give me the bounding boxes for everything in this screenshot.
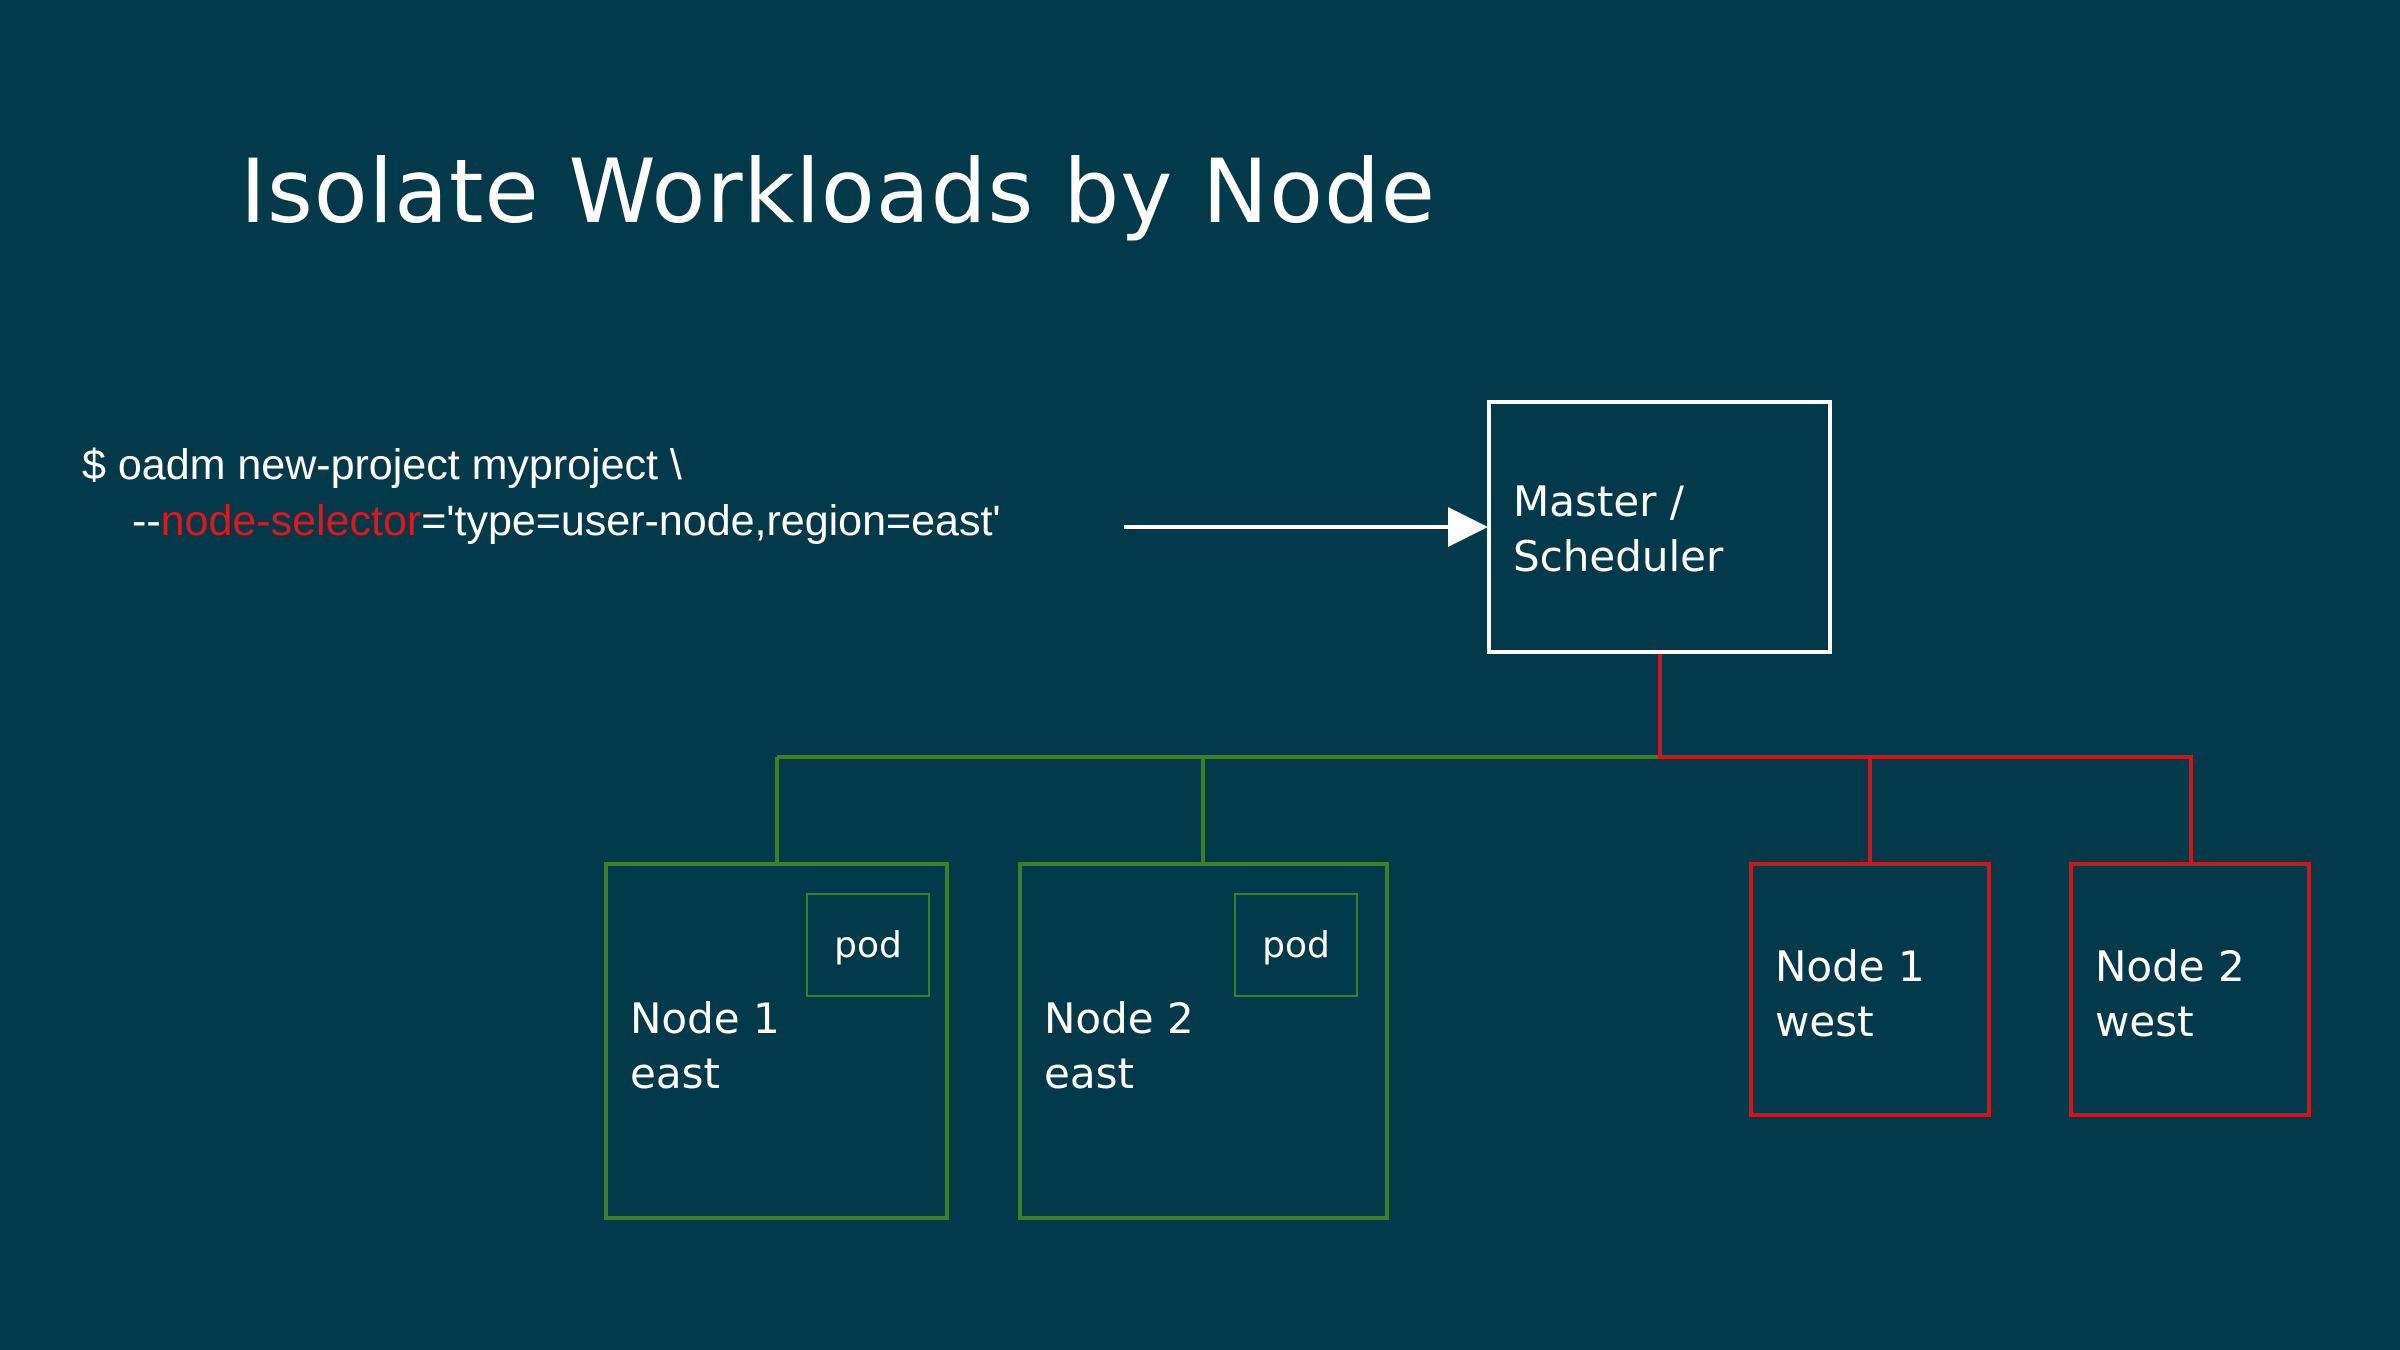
node-2-west-box: Node 2 west xyxy=(2069,862,2311,1117)
command-flag-prefix: -- xyxy=(132,497,161,545)
pod-box: pod xyxy=(1234,893,1358,997)
node-name-label: Node 1 xyxy=(630,994,780,1043)
node-selector-flag: node-selector xyxy=(160,497,422,545)
node-1-east-box: pod Node 1 east xyxy=(604,862,949,1220)
node-name-label: Node 2 xyxy=(1044,994,1194,1043)
west-branch-connector xyxy=(1658,654,2193,862)
master-label: Master / xyxy=(1513,477,1684,526)
pod-label: pod xyxy=(834,924,902,966)
node-region-label: east xyxy=(1044,1049,1134,1098)
pod-label: pod xyxy=(1262,924,1330,966)
node-region-label: west xyxy=(1775,997,1874,1046)
node-region-label: west xyxy=(2095,997,2194,1046)
slide-title: Isolate Workloads by Node xyxy=(240,140,1436,243)
node-region-label: east xyxy=(630,1049,720,1098)
pod-box: pod xyxy=(806,893,930,997)
scheduler-label: Scheduler xyxy=(1513,532,1724,581)
node-name-label: Node 2 xyxy=(2095,942,2245,991)
command-line-1: $ oadm new-project myproject \ xyxy=(82,441,682,489)
node-1-west-box: Node 1 west xyxy=(1749,862,1991,1117)
command-line-2: --node-selector='type=user-node,region=e… xyxy=(132,500,1001,543)
east-branch-connector xyxy=(775,755,1660,862)
command-selector-value: ='type=user-node,region=east' xyxy=(421,497,1001,545)
node-2-east-box: pod Node 2 east xyxy=(1018,862,1389,1220)
master-scheduler-box: Master / Scheduler xyxy=(1487,400,1832,654)
node-name-label: Node 1 xyxy=(1775,942,1925,991)
